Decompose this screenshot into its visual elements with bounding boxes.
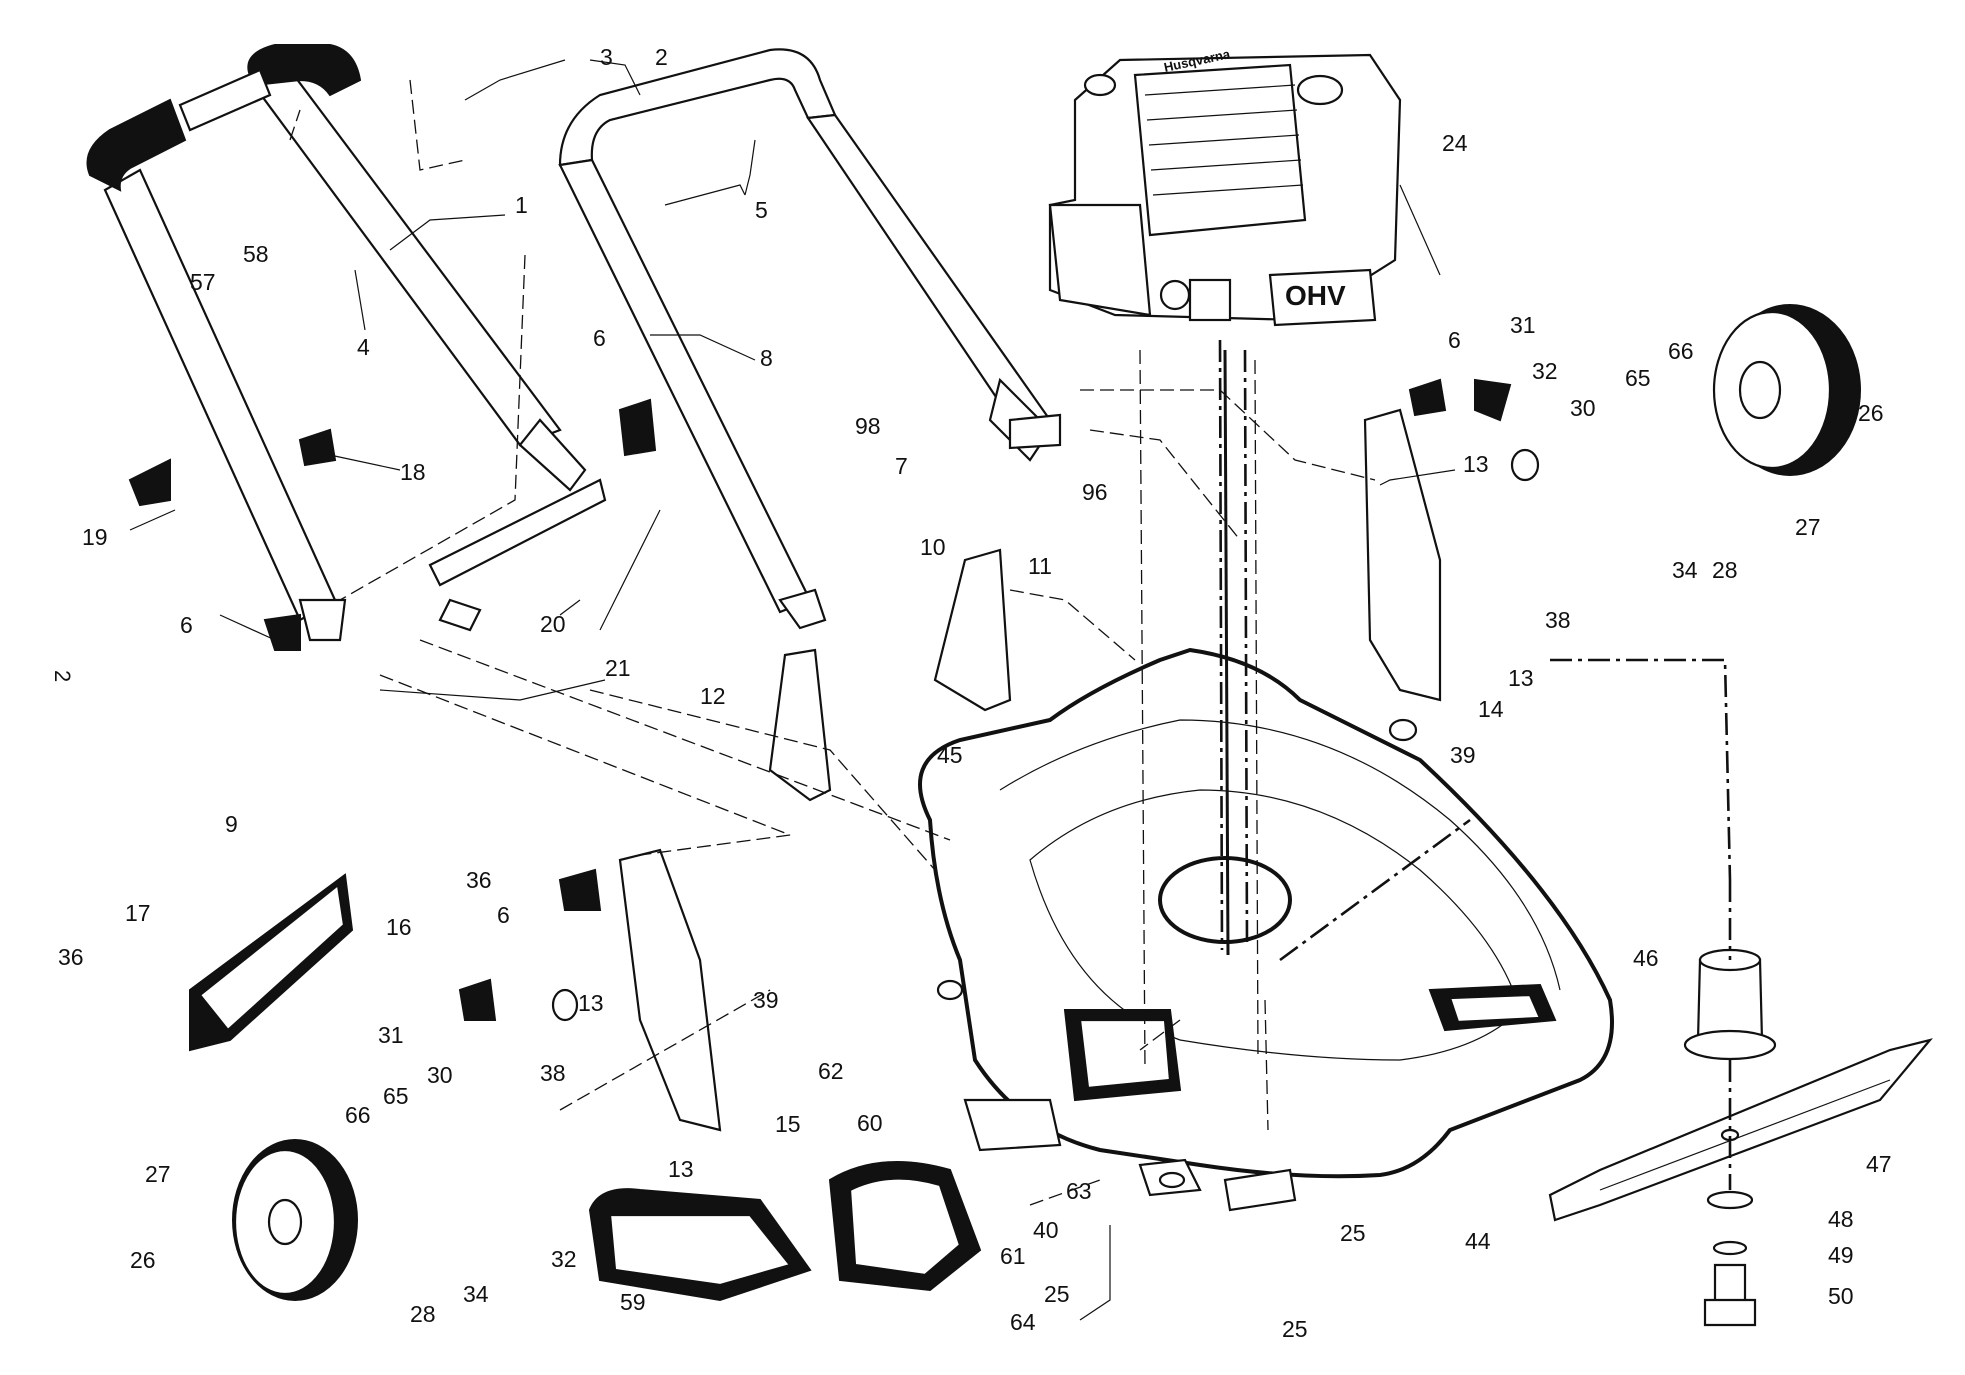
callout-9: 9 <box>225 811 238 837</box>
chute-and-plug <box>588 1161 982 1302</box>
callout-96: 96 <box>1082 479 1108 505</box>
callout-1: 1 <box>515 192 528 218</box>
callout-16: 16 <box>386 914 412 940</box>
callout-6c: 6 <box>497 902 510 928</box>
callout-21a: 21 <box>605 655 631 681</box>
callout-27a: 27 <box>1795 514 1821 540</box>
callout-36a: 36 <box>58 944 84 970</box>
callout-6a: 6 <box>593 325 606 351</box>
callout-50: 50 <box>1828 1283 1854 1309</box>
callout-40: 40 <box>1033 1217 1059 1243</box>
callout-10: 10 <box>920 534 946 560</box>
callout-13b: 13 <box>1508 665 1534 691</box>
callout-32a: 32 <box>1532 358 1558 384</box>
callout-38a: 38 <box>1545 607 1571 633</box>
callout-32b: 32 <box>551 1246 577 1272</box>
callout-5: 5 <box>755 197 768 223</box>
callout-39b: 39 <box>753 987 779 1013</box>
callout-57: 57 <box>190 269 216 295</box>
callout-31a: 31 <box>1510 312 1536 338</box>
page-marker: 2 <box>50 670 75 682</box>
callout-25a: 25 <box>1340 1220 1366 1246</box>
callout-20: 20 <box>540 611 566 637</box>
callout-46: 46 <box>1633 945 1659 971</box>
rear-flap <box>189 873 354 1052</box>
leader-lines <box>129 59 1456 1321</box>
callout-45: 45 <box>937 742 963 768</box>
drawing-artwork <box>86 44 1934 1327</box>
callout-44: 44 <box>1465 1228 1491 1254</box>
callout-62: 62 <box>818 1058 844 1084</box>
callout-27b: 27 <box>145 1161 171 1187</box>
callout-47: 47 <box>1866 1151 1892 1177</box>
callout-38b: 38 <box>540 1060 566 1086</box>
callout-28a: 28 <box>1712 557 1738 583</box>
upper-handle <box>558 48 1052 630</box>
callout-25b: 25 <box>1044 1281 1070 1307</box>
callout-24: 24 <box>1442 130 1468 156</box>
callout-13d: 13 <box>668 1156 694 1182</box>
callout-61: 61 <box>1000 1243 1026 1269</box>
callout-4: 4 <box>357 334 370 360</box>
blade <box>1548 1038 1934 1222</box>
callout-8: 8 <box>760 345 773 371</box>
callout-17: 17 <box>125 900 151 926</box>
engine-badge-label: OHV <box>1285 280 1346 311</box>
callout-13c: 13 <box>578 990 604 1016</box>
callout-13a: 13 <box>1463 451 1489 477</box>
mower-deck <box>918 647 1614 1179</box>
wheels <box>232 304 1861 1301</box>
callout-39a: 39 <box>1450 742 1476 768</box>
callout-98: 98 <box>855 413 881 439</box>
callout-6b: 6 <box>180 612 193 638</box>
callout-26a: 26 <box>1858 400 1884 426</box>
callout-34a: 34 <box>1672 557 1698 583</box>
callout-25c: 25 <box>1282 1316 1308 1342</box>
callout-15: 15 <box>775 1111 801 1137</box>
callout-11: 11 <box>1028 553 1052 579</box>
callout-60: 60 <box>857 1110 883 1136</box>
callout-14: 14 <box>1478 696 1504 722</box>
callout-3: 3 <box>600 44 613 70</box>
callout-34b: 34 <box>463 1281 489 1307</box>
callout-59: 59 <box>620 1289 646 1315</box>
blade-adapter-stack <box>1683 880 1777 1327</box>
callout-65b: 65 <box>383 1083 409 1109</box>
callout-31b: 31 <box>378 1022 404 1048</box>
callout-66b: 66 <box>345 1102 371 1128</box>
lower-handle <box>86 44 587 642</box>
hardware <box>128 378 1540 1212</box>
callout-28b: 28 <box>410 1301 436 1327</box>
callout-18: 18 <box>400 459 426 485</box>
engine <box>1048 53 1402 327</box>
callout-26b: 26 <box>130 1247 156 1273</box>
callout-30a: 30 <box>1570 395 1596 421</box>
callout-49: 49 <box>1828 1242 1854 1268</box>
callout-19: 19 <box>82 524 108 550</box>
assembly-lines <box>289 79 1732 1206</box>
callout-2: 2 <box>655 44 668 70</box>
callout-58: 58 <box>243 241 269 267</box>
callout-64: 64 <box>1010 1309 1036 1335</box>
callout-48: 48 <box>1828 1206 1854 1232</box>
callout-6d: 6 <box>1448 327 1461 353</box>
callout-7: 7 <box>895 453 908 479</box>
callout-66a: 66 <box>1668 338 1694 364</box>
part-callouts: 1 2 3 4 5 6 6 6 6 7 8 9 10 11 12 13 13 1… <box>58 44 1892 1342</box>
callout-30b: 30 <box>427 1062 453 1088</box>
callout-36b: 36 <box>466 867 492 893</box>
callout-65a: 65 <box>1625 365 1651 391</box>
callout-12: 12 <box>700 683 726 709</box>
callout-63: 63 <box>1066 1178 1092 1204</box>
